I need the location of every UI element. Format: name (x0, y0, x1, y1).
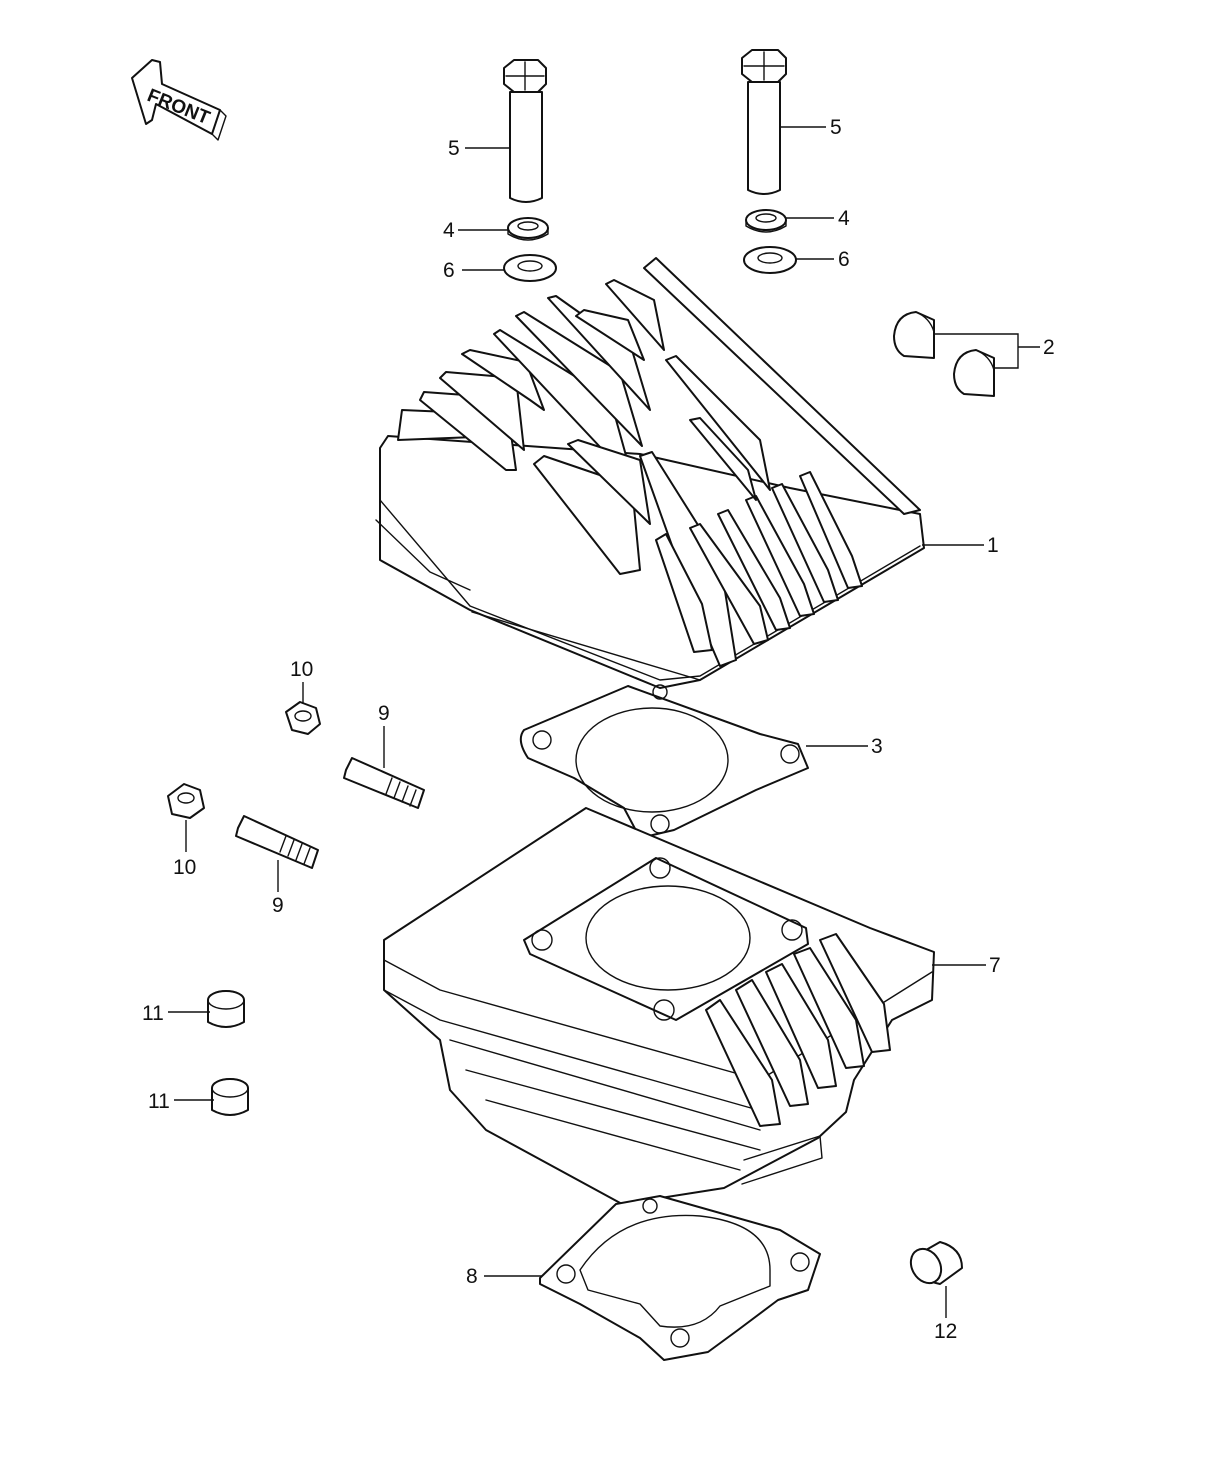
callout-1: 1 (987, 534, 999, 557)
head-gasket (519, 684, 809, 839)
callout-11-upper: 11 (142, 1002, 164, 1025)
stud-9-lower (235, 815, 319, 869)
cylinder-head (375, 257, 925, 689)
dowel-11-lower (211, 1078, 249, 1116)
cylinder (383, 807, 935, 1205)
callout-labels: 5 5 4 4 6 6 2 1 10 9 3 10 9 7 11 11 8 12 (142, 116, 1055, 1343)
callout-6-left: 6 (443, 259, 455, 282)
callout-12: 12 (934, 1320, 957, 1343)
callout-2: 2 (1043, 336, 1055, 359)
callout-11-lower: 11 (148, 1090, 170, 1113)
washer-right-4 (745, 209, 787, 233)
callout-5-left: 5 (448, 137, 460, 160)
washer-left-4 (507, 217, 549, 241)
callout-9-upper: 9 (378, 702, 390, 725)
front-arrow-icon: FRONT (131, 59, 227, 141)
dowel-12 (909, 1241, 963, 1285)
callout-9-lower: 9 (272, 894, 284, 917)
cap-2-b (953, 349, 995, 397)
bolt-left (503, 59, 547, 203)
base-gasket (539, 1195, 821, 1361)
nut-10-lower (167, 783, 205, 819)
callout-3: 3 (871, 735, 883, 758)
washer-left-6 (503, 254, 557, 282)
bolt-right (741, 49, 787, 195)
stud-9-upper (343, 757, 425, 809)
cap-2-a (893, 311, 935, 359)
callout-6-right: 6 (838, 248, 850, 271)
callout-10-lower: 10 (173, 856, 196, 879)
callout-5-right: 5 (830, 116, 842, 139)
callout-10-upper: 10 (290, 658, 313, 681)
washer-right-6 (743, 246, 797, 274)
callout-4-right: 4 (838, 207, 850, 230)
callout-7: 7 (989, 954, 1001, 977)
nut-10-upper (285, 701, 321, 735)
callout-8: 8 (466, 1265, 478, 1288)
callout-4-left: 4 (443, 219, 455, 242)
dowel-11-upper (207, 990, 245, 1028)
leader-lines (168, 126, 1040, 1318)
